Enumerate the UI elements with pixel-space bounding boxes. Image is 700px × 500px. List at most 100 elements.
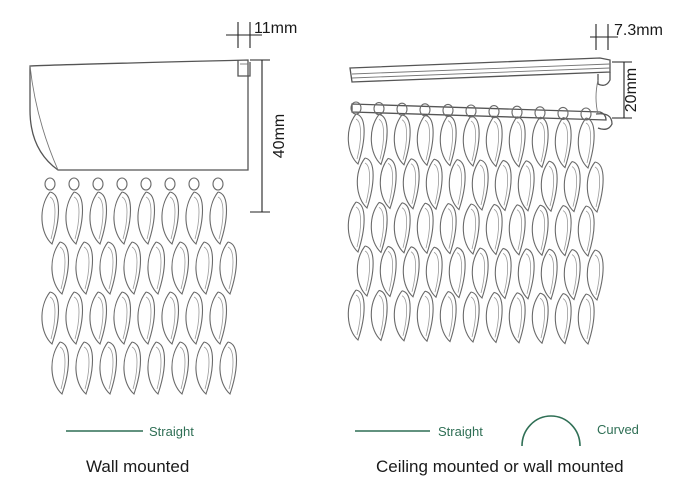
ceiling-chain-link-inner xyxy=(516,121,523,162)
ceiling-chain-link-inner xyxy=(516,209,523,250)
wall-mounted-caption: Wall mounted xyxy=(86,457,189,476)
ceiling-chain-link-inner xyxy=(447,208,454,249)
wall-chain-link-inner xyxy=(59,346,66,390)
ceiling-chain-link xyxy=(586,249,604,301)
ceiling-chain-link-inner xyxy=(493,209,500,250)
ceiling-chain-link-inner xyxy=(525,253,532,294)
wall-chain-mesh xyxy=(41,177,238,395)
ceiling-chain-link xyxy=(356,157,374,209)
ceiling-chain-link xyxy=(439,115,457,167)
wall-chain-hook xyxy=(164,177,176,191)
ceiling-chain-link-inner xyxy=(433,251,440,293)
ceiling-chain-link xyxy=(370,201,388,254)
wall-chain-link-inner xyxy=(49,296,56,340)
wall-chain-link xyxy=(209,291,228,345)
ceiling-chain-link-inner xyxy=(585,210,592,252)
ceiling-chain-hook xyxy=(534,106,546,120)
wall-chain-link xyxy=(51,241,70,295)
wall-chain-link xyxy=(89,291,108,345)
ceiling-chain-link xyxy=(494,247,512,300)
ceiling-chain-link-inner xyxy=(502,253,509,294)
wall-chain-link xyxy=(51,341,70,395)
wall-rail-width-label: 11mm xyxy=(254,20,297,37)
ceiling-chain-link xyxy=(439,291,457,343)
ceiling-chain-link xyxy=(393,114,411,166)
wall-chain-link-inner xyxy=(145,296,152,340)
ceiling-chain-link xyxy=(416,202,434,255)
wall-chain-link xyxy=(65,191,84,245)
wall-chain-link xyxy=(147,341,166,395)
ceiling-chain-mesh xyxy=(347,101,604,345)
ceiling-chain-hook xyxy=(465,104,477,118)
ceiling-chain-link xyxy=(577,205,595,257)
wall-chain-link-inner xyxy=(169,296,176,340)
ceiling-chain-link-inner xyxy=(539,297,546,339)
ceiling-chain-link-inner xyxy=(594,254,601,296)
wall-chain-link xyxy=(99,341,118,395)
wall-chain-link xyxy=(65,291,84,345)
wall-chain-link xyxy=(89,191,108,245)
ceiling-rail xyxy=(349,57,613,130)
wall-chain-link xyxy=(99,241,118,295)
ceiling-chain-link-inner xyxy=(539,121,546,163)
ceiling-chain-link xyxy=(379,157,397,210)
ceiling-chain-link xyxy=(471,159,489,211)
wall-chain-link xyxy=(123,341,142,395)
wall-chain-link xyxy=(185,191,204,245)
ceiling-chain-link xyxy=(540,248,558,301)
ceiling-chain-link-inner xyxy=(378,295,385,336)
ceiling-chain-link-inner xyxy=(410,163,417,204)
ceiling-chain-link-inner xyxy=(479,252,486,294)
wall-chain-link-inner xyxy=(131,246,138,290)
ceiling-chain-link xyxy=(356,245,374,297)
ceiling-chain-link-inner xyxy=(378,119,385,160)
ceiling-chain-hook xyxy=(580,107,592,121)
wall-rail-height-label: 40mm xyxy=(271,114,288,158)
ceiling-chain-link-inner xyxy=(516,297,523,338)
wall-chain-link-inner xyxy=(107,346,114,390)
ceiling-chain-link xyxy=(485,203,503,256)
ceiling-chain-link xyxy=(425,158,443,211)
wall-rail xyxy=(29,59,251,171)
ceiling-chain-link xyxy=(370,289,388,342)
wall-chain-link-inner xyxy=(227,246,234,290)
ceiling-chain-link xyxy=(347,201,365,253)
ceiling-chain-link xyxy=(425,246,443,299)
wall-chain-link-inner xyxy=(155,346,162,390)
ceiling-chain-link xyxy=(379,245,397,298)
ceiling-chain-link xyxy=(563,249,581,301)
ceiling-chain-link-inner xyxy=(364,162,371,204)
ceiling-chain-link xyxy=(577,293,595,345)
wall-chain-link-inner xyxy=(131,346,138,390)
wall-chain-link-inner xyxy=(217,296,224,340)
wall-chain-link-inner xyxy=(73,296,80,340)
ceiling-chain-link xyxy=(508,292,526,344)
ceiling-chain-link xyxy=(485,115,503,168)
ceiling-chain-link xyxy=(402,158,420,210)
ceiling-chain-link xyxy=(393,290,411,342)
ceiling-chain-link xyxy=(531,292,549,345)
wall-chain-link xyxy=(75,341,94,395)
ceiling-chain-link-inner xyxy=(502,165,509,206)
wall-chain-hook xyxy=(44,177,56,191)
wall-chain-link xyxy=(41,191,60,245)
wall-chain-link xyxy=(75,241,94,295)
ceiling-chain-link-inner xyxy=(401,119,408,160)
ceiling-chain-link-inner xyxy=(355,294,362,336)
ceiling-chain-link-inner xyxy=(571,254,578,295)
ceiling-chain-link-inner xyxy=(562,210,569,251)
wall-chain-link-inner xyxy=(193,196,200,240)
ceiling-chain-hook xyxy=(488,105,500,119)
ceiling-chain-hook xyxy=(511,105,523,119)
ceiling-chain-link xyxy=(448,247,466,299)
ceiling-chain-link xyxy=(462,115,480,167)
ceiling-chain-link xyxy=(508,116,526,168)
wall-chain-link-inner xyxy=(121,196,128,240)
wall-chain-link xyxy=(137,191,156,245)
wall-chain-link xyxy=(195,341,214,395)
ceiling-chain-link xyxy=(494,159,512,212)
ceiling-chain-link-inner xyxy=(571,166,578,207)
ceiling-chain-link xyxy=(485,291,503,344)
ceiling-chain-link-inner xyxy=(562,122,569,163)
